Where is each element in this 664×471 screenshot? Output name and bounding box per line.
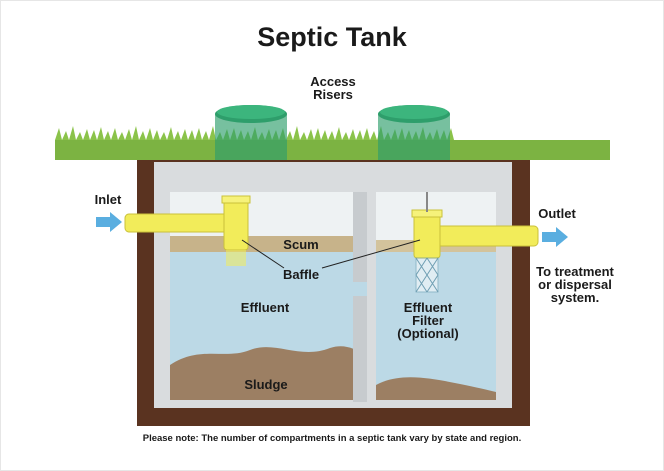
- effluent-filter-label: Effluent Filter (Optional): [397, 300, 459, 341]
- access-risers-label: Access Risers: [310, 74, 356, 102]
- scum-layer: [170, 236, 362, 252]
- partition-opening: [353, 282, 367, 296]
- inlet-arrow: [96, 212, 122, 232]
- diagram-title: Septic Tank: [257, 22, 407, 52]
- sludge-left: [170, 346, 362, 400]
- footnote: Please note: The number of compartments …: [142, 433, 522, 444]
- grass-strip: [55, 140, 610, 160]
- baffle-callout-right: [321, 239, 421, 269]
- scum-label: Scum: [283, 237, 319, 252]
- outlet-arrow: [542, 227, 568, 247]
- access-riser-left: [215, 105, 287, 160]
- baffle-label: Baffle: [282, 267, 320, 282]
- baffle-callout-left: [241, 239, 285, 269]
- inlet-pipe: [124, 213, 236, 233]
- inlet-label: Inlet: [94, 192, 122, 207]
- outlet-baffle: [413, 211, 441, 259]
- sludge-label: Sludge: [244, 377, 288, 392]
- treatment-label: To treatment or dispersal system.: [536, 264, 614, 305]
- outlet-label: Outlet: [538, 206, 576, 221]
- access-riser-right: [378, 105, 450, 160]
- effluent-label: Effluent: [240, 300, 290, 315]
- sludge-right: [376, 377, 496, 400]
- partition-wall: [353, 192, 367, 402]
- outlet-pipe: [429, 225, 539, 247]
- effluent-filter-mesh: [415, 257, 439, 293]
